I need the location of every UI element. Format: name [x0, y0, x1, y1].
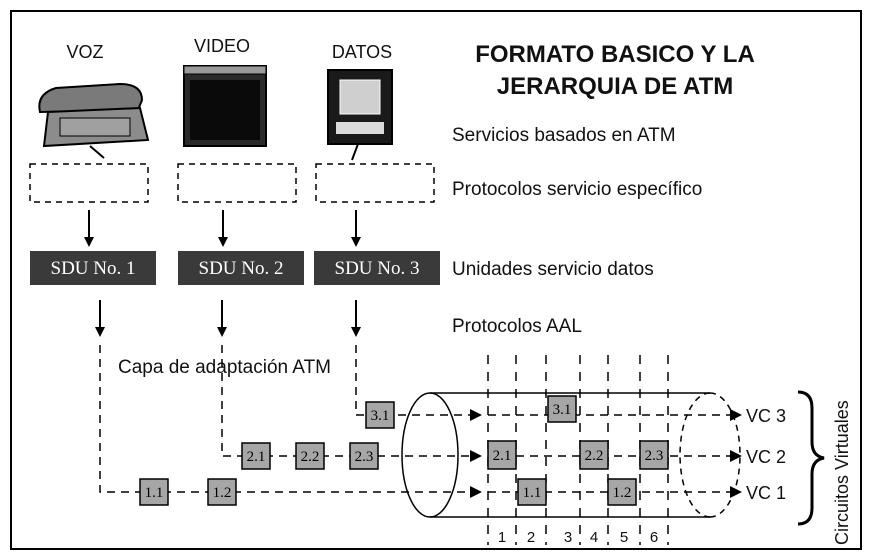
- service-label-video: VIDEO: [194, 36, 250, 56]
- svg-text:2.3: 2.3: [645, 448, 664, 464]
- protocol-box-video: [177, 163, 297, 203]
- svg-text:3.1: 3.1: [553, 402, 572, 418]
- svg-text:2.1: 2.1: [493, 448, 512, 464]
- cell-2-2-queue: 2.2: [295, 442, 325, 470]
- atm-tube: [401, 392, 741, 518]
- svg-text:1.1: 1.1: [145, 485, 164, 501]
- cell-1-2-tube: 1.2: [607, 478, 637, 506]
- protocol-box-datos: [315, 163, 435, 203]
- label-protocolos-especifico: Protocolos servicio específico: [452, 179, 702, 200]
- label-servicios-atm: Servicios basados en ATM: [452, 125, 676, 146]
- slot-number-6: 6: [650, 529, 658, 546]
- arrow-into-tube-vc1: [470, 486, 482, 498]
- sdu-box-1: SDU No. 1: [30, 251, 156, 285]
- cell-2-1-tube: 2.1: [487, 440, 517, 470]
- protocol-box-voz: [29, 163, 149, 203]
- sdu-label-1: SDU No. 1: [51, 258, 136, 279]
- sdu-label-3: SDU No. 3: [335, 258, 420, 279]
- service-label-datos: DATOS: [332, 42, 392, 62]
- arrow-to-vc2: [730, 450, 742, 462]
- service-label-voz: VOZ: [66, 42, 103, 62]
- cell-2-1-queue: 2.1: [241, 442, 271, 470]
- sdu-label-2: SDU No. 2: [199, 258, 284, 279]
- svg-text:3.1: 3.1: [371, 408, 390, 424]
- slot-number-3: 3: [564, 529, 572, 546]
- svg-text:2.1: 2.1: [247, 449, 266, 465]
- svg-text:2.3: 2.3: [355, 449, 374, 465]
- arrow-into-tube-vc3: [470, 409, 482, 421]
- label-unidades-servicio: Unidades servicio datos: [452, 259, 654, 280]
- slot-number-1: 1: [498, 529, 506, 546]
- sdu-box-3: SDU No. 3: [314, 251, 440, 285]
- cell-2-2-tube: 2.2: [579, 440, 609, 470]
- title-line1: FORMATO BASICO Y LA: [475, 41, 755, 68]
- label-capa-adaptacion: Capa de adaptación ATM: [118, 357, 331, 378]
- vc-brace: [797, 390, 825, 526]
- arrow-to-vc3: [730, 409, 742, 421]
- cell-1-1-tube: 1.1: [517, 478, 547, 506]
- vc-label-3: VC 3: [746, 406, 786, 426]
- svg-text:2.2: 2.2: [301, 449, 320, 465]
- cell-3-1-queue: 3.1: [365, 401, 395, 429]
- svg-text:1.2: 1.2: [613, 485, 632, 501]
- cell-1-2-queue: 1.2: [207, 478, 237, 506]
- computer-icon: [327, 69, 393, 161]
- title-line2: JERARQUIA DE ATM: [497, 73, 733, 100]
- sdu-box-2: SDU No. 2: [178, 251, 304, 285]
- arrow-into-tube-vc2: [470, 450, 482, 462]
- slot-number-2: 2: [527, 529, 535, 546]
- label-protocolos-aal: Protocolos AAL: [452, 316, 582, 337]
- slot-number-4: 4: [590, 529, 598, 546]
- cell-2-3-tube: 2.3: [639, 440, 669, 470]
- vc-label-1: VC 1: [746, 483, 786, 503]
- svg-text:1.1: 1.1: [523, 485, 542, 501]
- flow-line-vc3: [355, 345, 478, 416]
- cell-2-3-queue: 2.3: [349, 442, 379, 470]
- telephone-icon: [38, 82, 150, 159]
- cell-3-1-tube: 3.1: [547, 395, 577, 423]
- svg-text:2.2: 2.2: [585, 448, 604, 464]
- vc-label-2: VC 2: [746, 447, 786, 467]
- arrow-to-vc1: [730, 486, 742, 498]
- flow-line-vc1: [99, 345, 478, 493]
- flow-line-vc2: [221, 345, 478, 457]
- television-icon: [183, 65, 267, 147]
- circuitos-virtuales-label: Circuitos Virtuales: [832, 400, 852, 545]
- slot-number-5: 5: [620, 529, 628, 546]
- svg-text:1.2: 1.2: [213, 485, 232, 501]
- cell-1-1-queue: 1.1: [139, 478, 169, 506]
